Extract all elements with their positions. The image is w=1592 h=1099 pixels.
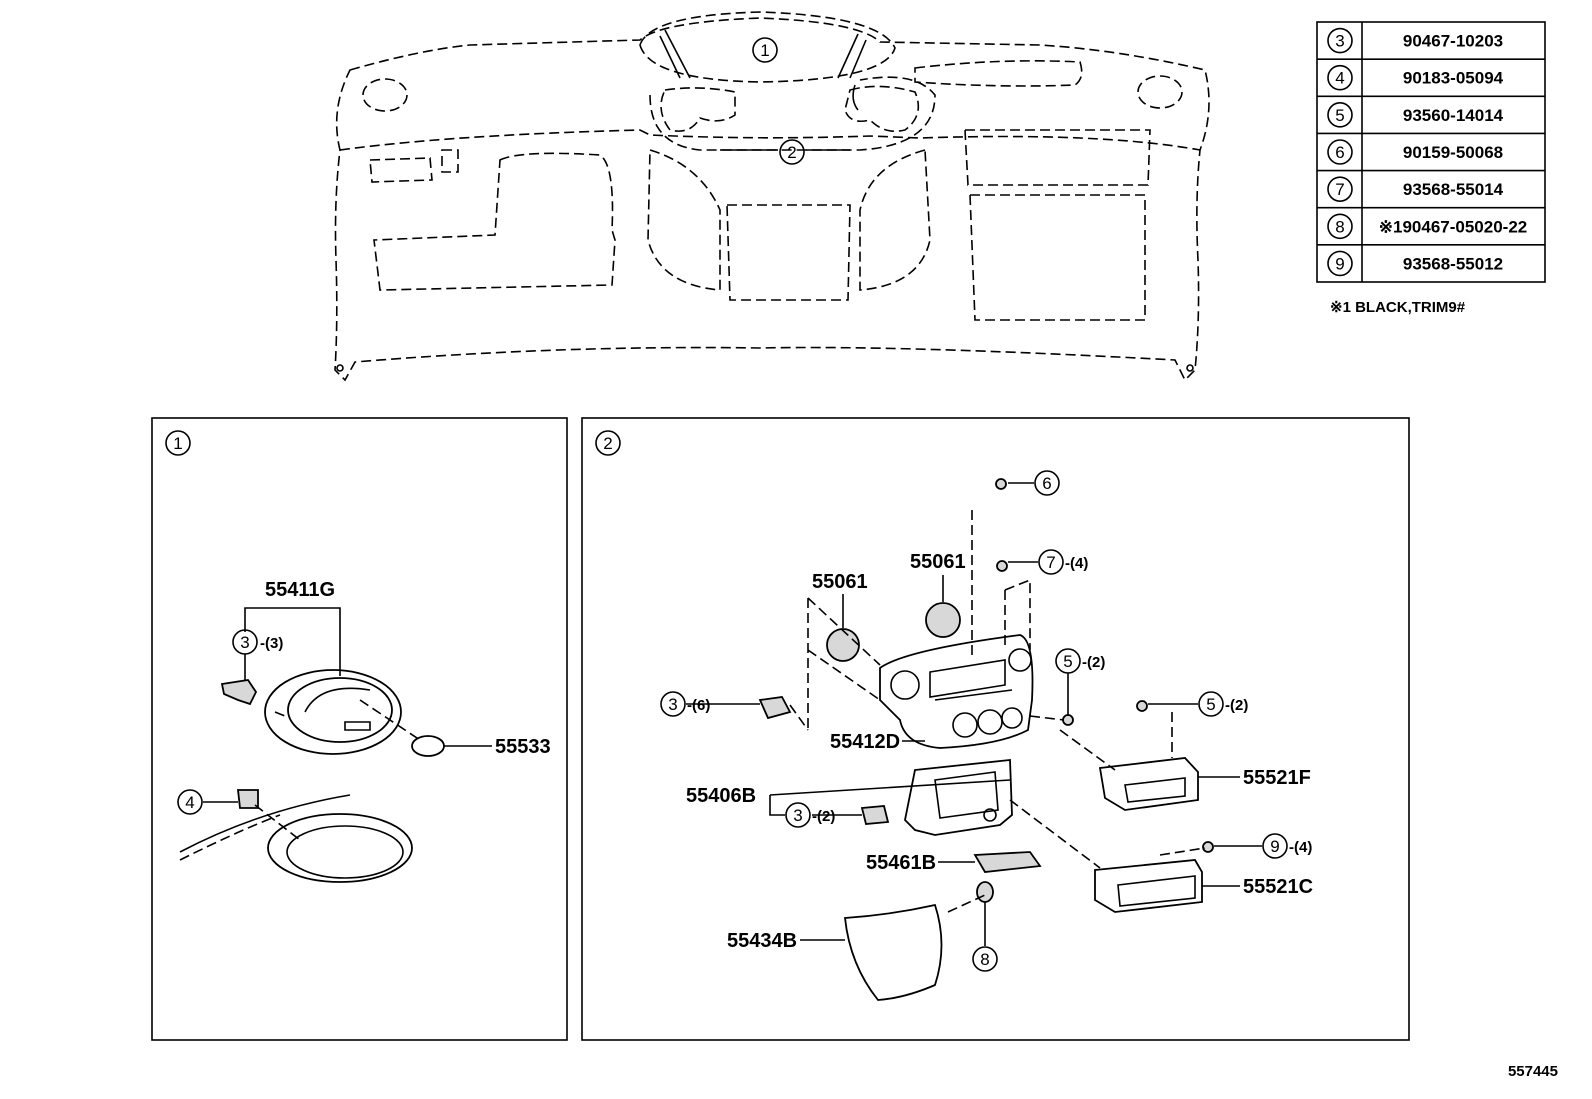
svg-text:-(2): -(2): [1225, 697, 1248, 714]
screw-5-right: [1136, 700, 1148, 712]
ref-circle: [1327, 64, 1353, 91]
knob-55061-left: [826, 628, 860, 662]
svg-text:8: 8: [980, 950, 989, 969]
label-55411G: 55411G: [265, 579, 335, 601]
svg-text:-(4): -(4): [1289, 839, 1312, 856]
overview-callout-2: 2: [720, 139, 850, 165]
label-55521C: 55521C: [1243, 876, 1313, 898]
label-55061-right: 55061: [910, 551, 966, 573]
screw-9: [1202, 841, 1214, 853]
svg-text:-(4): -(4): [1065, 555, 1088, 572]
vent-bezel-55411G: [264, 669, 402, 755]
ref-number: 3: [1335, 32, 1344, 51]
svg-text:-(6): -(6): [687, 697, 710, 714]
part-number: ※190467-05020-22: [1379, 217, 1527, 236]
screw-6: [995, 478, 1007, 490]
svg-text:5: 5: [1206, 695, 1215, 714]
svg-text:3: 3: [240, 633, 249, 652]
table-row: 4 90183-05094: [1327, 64, 1504, 91]
label-55406B: 55406B: [686, 785, 756, 807]
label-55533: 55533: [495, 736, 551, 758]
svg-text:4: 4: [185, 793, 194, 812]
clip-3-left: [758, 696, 792, 720]
sheet-id: 557445: [1508, 1063, 1558, 1080]
screw-7: [996, 560, 1008, 572]
ref-number: 4: [1335, 69, 1344, 88]
label-55412D: 55412D: [830, 731, 900, 753]
part-number: 93560-14014: [1403, 106, 1504, 125]
clip-3-lower: [860, 805, 890, 825]
ref-number: 5: [1335, 106, 1344, 125]
screw-5-center: [1062, 714, 1074, 726]
svg-text:5: 5: [1063, 652, 1072, 671]
overview-callout-1: 1: [752, 37, 778, 63]
ref-circle: [1327, 27, 1353, 54]
table-note: ※1 BLACK,TRIM9#: [1330, 299, 1466, 316]
clip-3: [220, 679, 258, 706]
svg-text:9: 9: [1270, 837, 1279, 856]
svg-text:-(2): -(2): [812, 808, 835, 825]
part-number: 93568-55014: [1403, 180, 1504, 199]
panel-2-index: 2: [603, 434, 612, 453]
box-55521C: [1094, 859, 1203, 913]
svg-text:1: 1: [760, 41, 769, 60]
dashboard-overview: [334, 11, 1210, 382]
table-row: 5 93560-14014: [1327, 102, 1504, 128]
table-row: 9 93568-55012: [1327, 250, 1503, 277]
part-number: 90159-50068: [1403, 143, 1503, 162]
panel-1: 1 55411G 3 -(3) 55533 4: [151, 417, 568, 1041]
ref-circle: [1327, 139, 1353, 165]
svg-text:-(3): -(3): [260, 635, 283, 652]
label-55461B: 55461B: [866, 852, 936, 874]
part-number: 90467-10203: [1403, 32, 1503, 51]
part-number: 90183-05094: [1403, 69, 1504, 88]
ref-number: 7: [1335, 180, 1344, 199]
svg-text:3: 3: [668, 695, 677, 714]
svg-text:7: 7: [1046, 553, 1055, 572]
control-panel-55412D: [879, 634, 1034, 749]
cap-55533: [411, 735, 445, 757]
table-row: 3 90467-10203: [1327, 27, 1503, 54]
ref-number: 8: [1335, 217, 1344, 236]
clip-8: [976, 881, 994, 903]
ref-circle: [1327, 102, 1353, 128]
box-55521F: [1098, 757, 1199, 811]
label-55434B: 55434B: [727, 930, 797, 952]
ref-number: 6: [1335, 143, 1344, 162]
label-55521F: 55521F: [1243, 767, 1311, 789]
parts-table: 3 90467-10203 4 90183-05094 5 93560-14014 6 901…: [1316, 21, 1546, 316]
ref-circle: [1327, 250, 1353, 277]
ref-number: 9: [1335, 254, 1344, 273]
panel-2: 2: [581, 417, 1410, 1041]
svg-text:3: 3: [793, 806, 802, 825]
ref-circle: [1327, 176, 1353, 202]
bezel-55406B: [904, 759, 1013, 836]
table-row: 6 90159-50068: [1327, 139, 1503, 165]
cover-55434B: [844, 903, 943, 1001]
svg-text:-(2): -(2): [1082, 654, 1105, 671]
table-row: 7 93568-55014: [1327, 176, 1504, 202]
panel-1-index: 1: [173, 434, 182, 453]
ref-circle: [1327, 213, 1353, 240]
table-row: 8 ※190467-05020-22: [1327, 213, 1527, 240]
svg-text:6: 6: [1042, 474, 1051, 493]
knob-55061-right: [925, 602, 961, 638]
svg-text:2: 2: [787, 143, 796, 162]
part-number: 93568-55012: [1403, 254, 1503, 273]
label-55061-left: 55061: [812, 571, 868, 593]
tray-55461B: [973, 851, 1042, 873]
